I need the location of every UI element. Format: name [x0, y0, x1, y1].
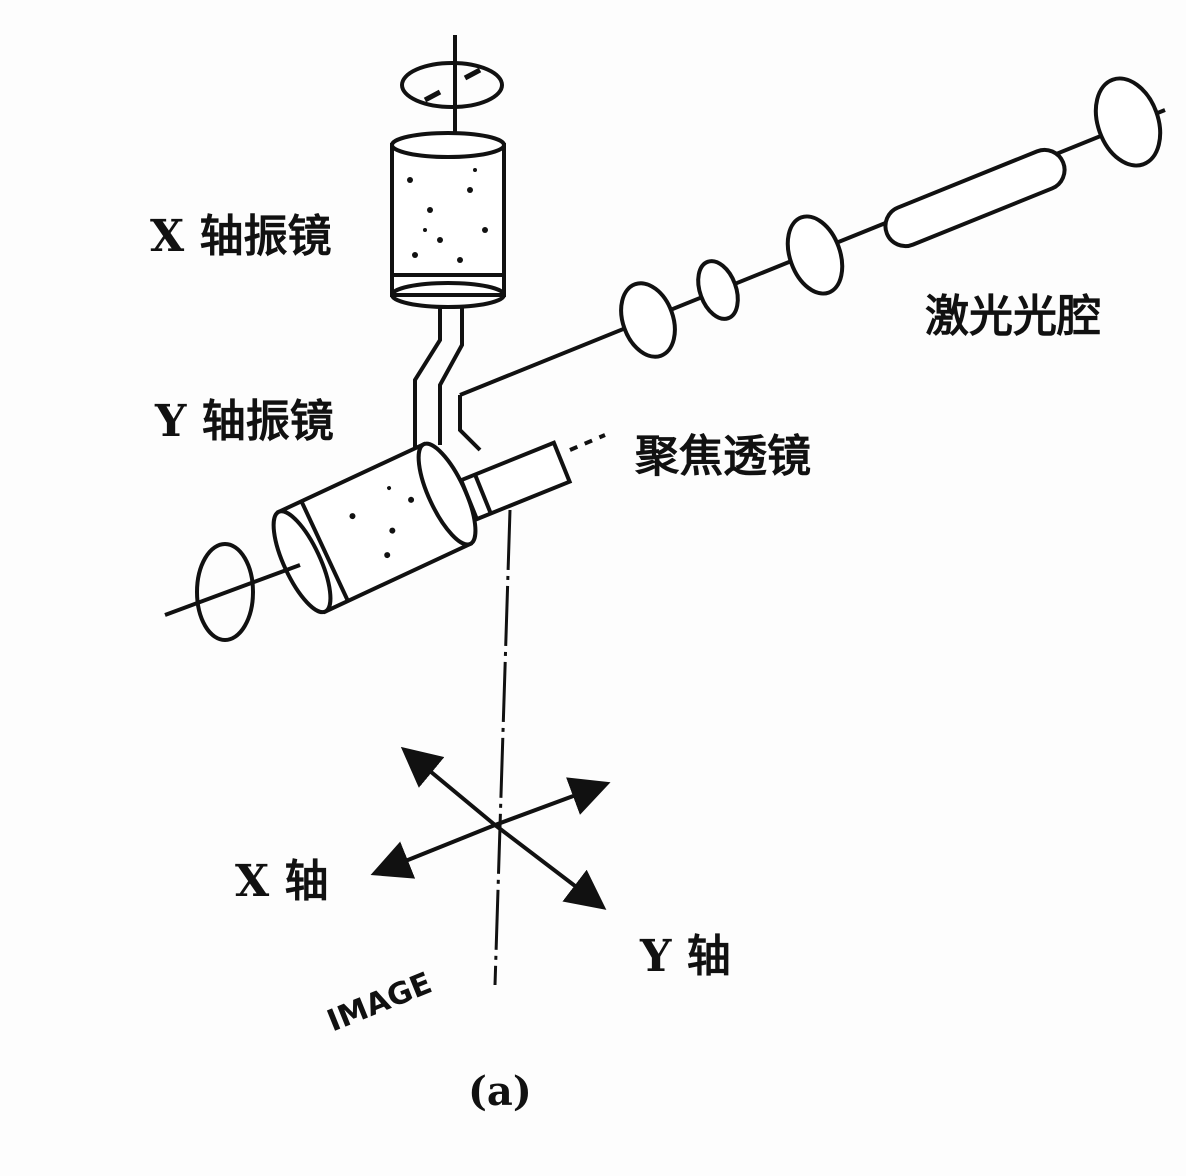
y-galvo-mirror	[271, 441, 478, 615]
y-mirror-label: Y 轴振镜	[155, 396, 334, 447]
x-galvo-mirror	[390, 131, 506, 309]
laser-cavity-label: 激光光腔	[925, 291, 1101, 342]
y-mirror-rotation-icon	[164, 542, 301, 642]
y-axis-label: Y 轴	[640, 931, 731, 982]
x-axis-label: X 轴	[235, 856, 329, 907]
x-mirror-rotation-icon	[400, 35, 504, 140]
focus-lens	[458, 440, 573, 522]
caption: (a)	[468, 1068, 532, 1115]
laser-optics	[619, 76, 1163, 359]
x-mirror-label: X 轴振镜	[150, 211, 332, 262]
xy-axes	[370, 746, 611, 910]
mirror-stem	[413, 305, 482, 455]
output-beam	[493, 509, 512, 986]
focus-lens-label: 聚焦透镜	[635, 431, 811, 482]
